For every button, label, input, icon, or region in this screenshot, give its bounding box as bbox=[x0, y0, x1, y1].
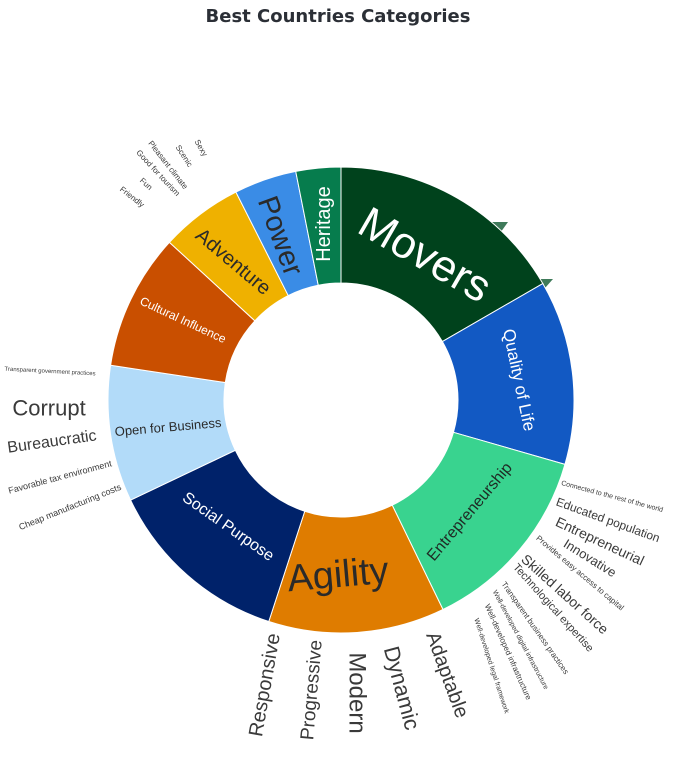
attribute-label-dynamic: Dynamic bbox=[379, 643, 425, 732]
attribute-label-modern: Modern bbox=[344, 652, 371, 733]
slice-entrepreneurship[interactable] bbox=[391, 431, 566, 611]
attribute-label-fun: Fun bbox=[138, 176, 154, 192]
slice-label-agility: Agility bbox=[286, 550, 391, 601]
slice-label-heritage: Heritage bbox=[313, 186, 335, 262]
attribute-label-adaptable: Adaptable bbox=[421, 629, 472, 721]
chart-title: Best Countries Categories bbox=[205, 6, 471, 27]
slice-heritage[interactable] bbox=[295, 166, 342, 286]
attribute-label-responsive: Responsive bbox=[245, 632, 285, 739]
attribute-label-progressive: Progressive bbox=[297, 639, 327, 741]
attribute-label-transparent-government-practices: Transparent government practices bbox=[4, 367, 95, 378]
attribute-label-corrupt: Corrupt bbox=[12, 396, 85, 421]
slice-agility[interactable] bbox=[268, 504, 444, 634]
slice-movers[interactable] bbox=[340, 166, 544, 343]
attribute-label-sexy: Sexy bbox=[193, 138, 210, 158]
attribute-label-scenic: Scenic bbox=[174, 143, 195, 168]
attribute-label-bureaucratic: Bureaucratic bbox=[6, 427, 97, 456]
attribute-label-friendly: Friendly bbox=[118, 185, 146, 210]
